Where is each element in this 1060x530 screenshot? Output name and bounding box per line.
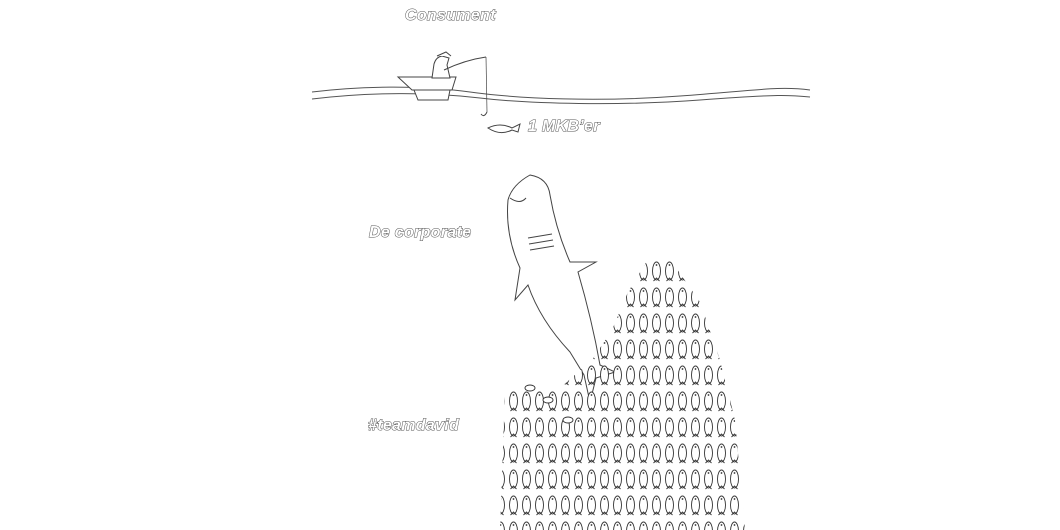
fisherman-in-boat bbox=[396, 51, 488, 117]
water-surface bbox=[311, 86, 811, 105]
label-team: #teamdavid bbox=[367, 417, 460, 435]
school-of-fish bbox=[500, 256, 745, 530]
label-sme: 1 MKB’er bbox=[528, 118, 600, 136]
label-corporate: De corporate bbox=[368, 224, 472, 242]
small-fish bbox=[487, 123, 521, 134]
label-consumer: Consument bbox=[405, 7, 496, 25]
